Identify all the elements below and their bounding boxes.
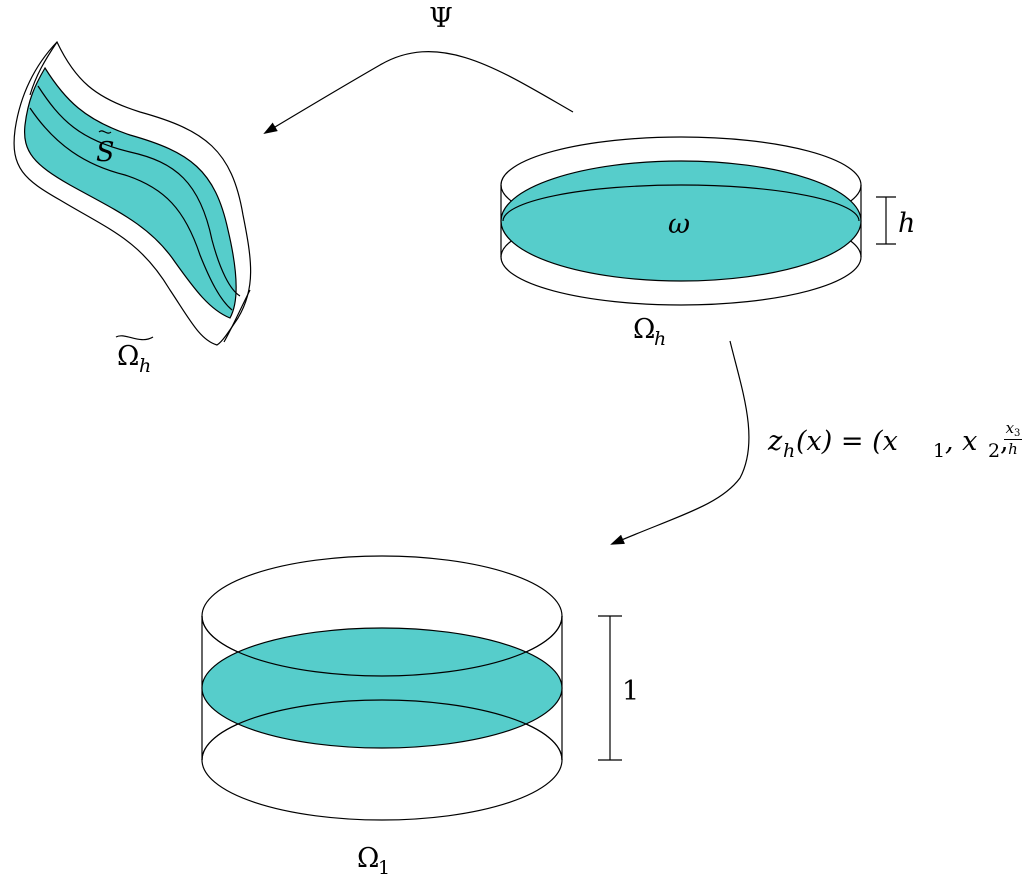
cyl-top-front-arc — [201, 615, 563, 677]
zh-arrow — [610, 340, 750, 545]
omega-h-symbol: Ω — [633, 314, 655, 345]
thin-plate-omega-h — [500, 136, 862, 306]
fraction-denominator: h — [1008, 440, 1018, 458]
map-x2-sub: 2 — [988, 440, 1000, 462]
s-tilde-accent — [98, 130, 112, 134]
shell-edge-right — [223, 289, 251, 343]
cyl-bottom-back-arc — [201, 699, 563, 761]
map-lhs: (x) = (x — [796, 426, 898, 457]
map-mid1: , x — [945, 426, 977, 457]
unit-height-label: 1 — [622, 676, 639, 707]
shell-mid-surface — [23, 66, 237, 319]
plate-mid-surface-omega — [500, 160, 862, 282]
map-z: z — [767, 426, 783, 457]
omega-h-tilde-label: Ω h — [115, 335, 154, 377]
psi-arrow — [263, 51, 574, 135]
thickness-h-marker — [876, 196, 896, 245]
map-mid2: , — [1000, 426, 1009, 457]
omega-h-tilde-accent — [115, 335, 154, 341]
unit-height-marker — [598, 615, 622, 761]
fraction-num-sub: 3 — [1014, 428, 1021, 439]
zh-mapping-formula: z h (x) = (x 1 , x 2 , — [767, 426, 1009, 462]
psi-label: Ψ — [429, 3, 453, 34]
shell-edge-left — [29, 41, 58, 96]
fraction-bar — [1004, 439, 1022, 440]
fraction-numerator: x3 — [1003, 420, 1023, 439]
fraction-overlay: x3 h — [1003, 420, 1025, 466]
omega-1-subscript: 1 — [378, 857, 390, 879]
omega-h-subscript: h — [654, 328, 666, 350]
omega-h-tilde-symbol: Ω — [117, 341, 139, 372]
thickness-h-label: h — [898, 208, 915, 239]
unit-cylinder-omega-1 — [201, 555, 563, 821]
omega-1-symbol: Ω — [357, 843, 379, 874]
curved-shell-omega-h-tilde — [13, 40, 252, 346]
omega-small-label: ω — [668, 209, 690, 240]
omega-h-tilde-subscript: h — [139, 355, 151, 377]
s-tilde-label: S — [96, 137, 115, 168]
fraction-num-x: x — [1005, 419, 1015, 437]
shell-outer-boundary — [13, 40, 252, 346]
map-x1-sub: 1 — [933, 440, 945, 462]
shell-inner-line-2 — [29, 107, 233, 311]
map-z-sub: h — [783, 440, 795, 462]
cyl-mid-surface — [201, 627, 563, 749]
plate-mid-inner-line — [502, 184, 860, 222]
shell-inner-line-1 — [37, 85, 241, 297]
